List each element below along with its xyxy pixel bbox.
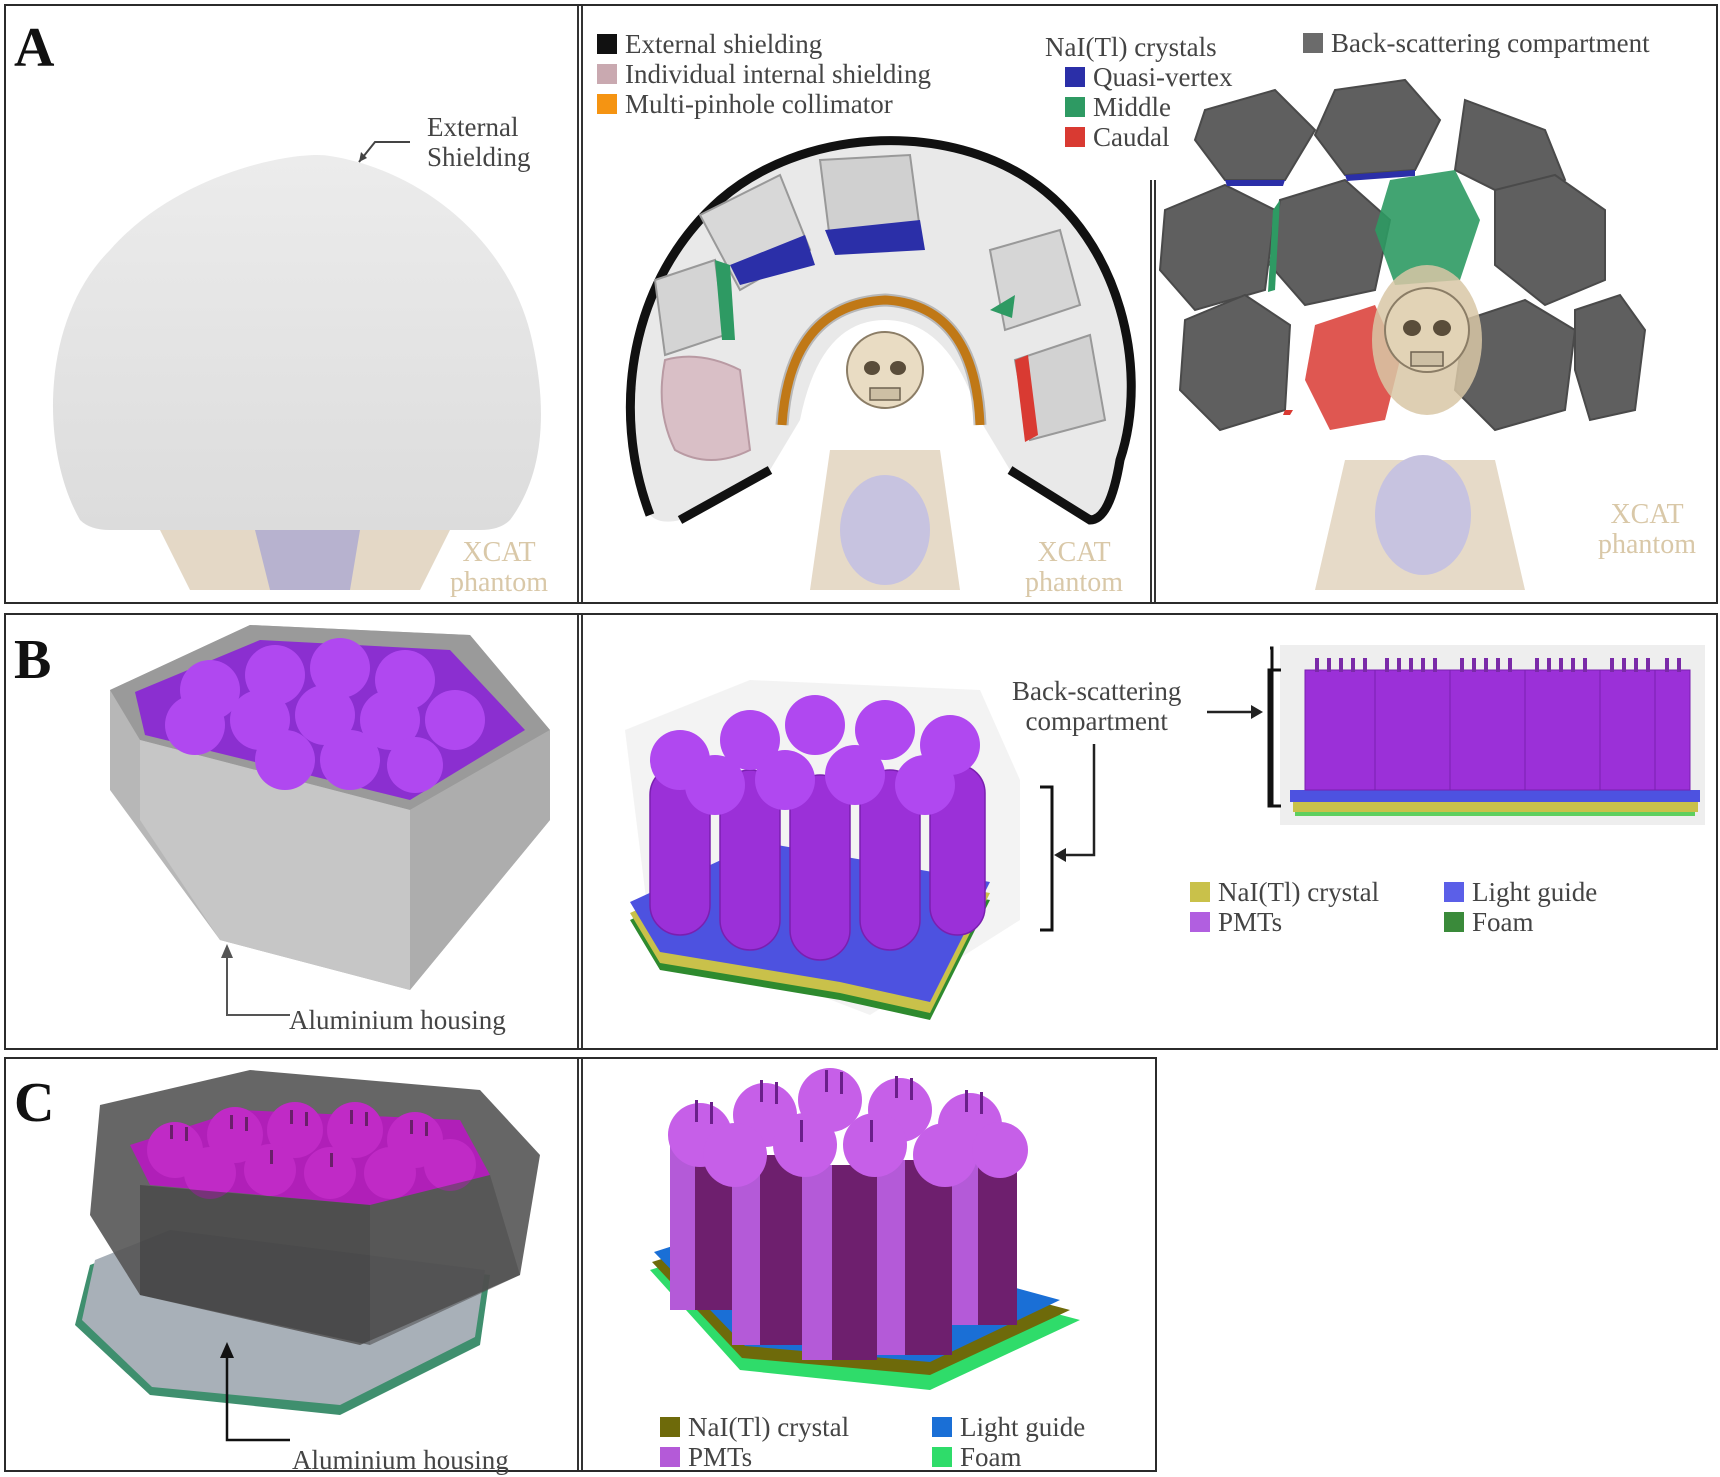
legend-swatch [1444, 882, 1464, 902]
legend-item-foam: Foam [932, 1442, 1022, 1472]
legend-swatch [932, 1417, 952, 1437]
panel-c-separator [577, 1059, 583, 1470]
callout-line-2: compartment [1025, 706, 1168, 736]
legend-swatch [1065, 127, 1085, 147]
legend-label: Foam [1472, 907, 1534, 937]
phantom-line-2: phantom [1025, 567, 1123, 598]
legend-item-internal-shielding: Individual internal shielding [597, 59, 931, 89]
legend-item-foam: Foam [1444, 907, 1534, 937]
legend-swatch [660, 1417, 680, 1437]
arrow-to-side-view [1207, 705, 1263, 719]
arrow-housing-b [221, 944, 290, 1016]
legend-label: Light guide [960, 1412, 1086, 1442]
legend-item-collimator: Multi-pinhole collimator [597, 89, 931, 119]
panel-a-separator-2 [1150, 180, 1156, 602]
callout-line-2: Shielding [427, 142, 531, 172]
legend-item-crystal: NaI(Tl) crystal [1190, 877, 1444, 907]
legend-swatch [597, 94, 617, 114]
legend-item-external-shielding: External shielding [597, 29, 931, 59]
aluminium-housing-c [75, 1070, 540, 1415]
phantom-line-2: phantom [1598, 529, 1696, 560]
external-shielding-callout: External Shielding [427, 112, 531, 172]
legend-swatch [1303, 33, 1323, 53]
legend-label: NaI(Tl) crystal [688, 1412, 850, 1442]
legend-item-caudal: Caudal [1065, 122, 1232, 152]
legend-swatch [1065, 67, 1085, 87]
backscatter-legend: Back-scattering compartment [1303, 28, 1650, 58]
legend-swatch [932, 1447, 952, 1467]
legend-swatch [660, 1447, 680, 1467]
detector-module-c [650, 1068, 1080, 1390]
callout-arrow-external-shielding [358, 141, 410, 163]
legend-label: NaI(Tl) crystal [1218, 877, 1380, 907]
legend-swatch [597, 64, 617, 84]
legend-swatch [1190, 882, 1210, 902]
panel-b-letter: B [14, 629, 52, 691]
aluminium-housing-b [110, 625, 550, 990]
xcat-phantom-label-3: XCAT phantom [1598, 500, 1696, 560]
aluminium-housing-label-c: Aluminium housing [292, 1445, 509, 1475]
shielding-legend: External shielding Individual internal s… [597, 29, 931, 119]
legend-item-crystal: NaI(Tl) crystal [660, 1412, 932, 1442]
xcat-phantom-label-1: XCAT phantom [450, 538, 548, 598]
legend-swatch [597, 34, 617, 54]
panel-a-letter: A [14, 17, 55, 79]
legend-item-light-guide: Light guide [932, 1412, 1085, 1442]
callout-line-1: External [427, 112, 519, 142]
legend-swatch [1065, 97, 1085, 117]
materials-legend-b: NaI(Tl) crystal Light guide PMTs Foam [1190, 877, 1597, 937]
panel-c-letter: C [14, 1072, 55, 1134]
phantom-line-1: XCAT [1610, 499, 1684, 530]
legend-item-middle: Middle [1065, 92, 1232, 122]
legend-item-pmts: PMTs [1190, 907, 1444, 937]
callout-line-1: Back-scattering [1012, 676, 1182, 706]
legend-label: PMTs [688, 1442, 753, 1472]
arrow-backscatter-b [1054, 744, 1096, 862]
scanner-cross-section [625, 136, 1136, 590]
materials-legend-c: NaI(Tl) crystal Light guide PMTs Foam [660, 1412, 1085, 1472]
backscatter-compartments [1158, 78, 1647, 590]
legend-swatch [1190, 912, 1210, 932]
legend-label: Individual internal shielding [625, 59, 931, 89]
legend-label: Foam [960, 1442, 1022, 1472]
crystals-legend: NaI(Tl) crystals Quasi-vertex Middle Cau… [1045, 32, 1232, 152]
legend-item-quasi-vertex: Quasi-vertex [1065, 62, 1232, 92]
detector-module-b [625, 680, 1020, 1020]
arrow-housing-c [220, 1342, 290, 1442]
legend-item-light-guide: Light guide [1444, 877, 1597, 907]
detector-side-view-b [1270, 645, 1705, 825]
xcat-phantom-label-2: XCAT phantom [1025, 538, 1123, 598]
legend-label: Caudal [1093, 122, 1170, 152]
crystals-legend-title: NaI(Tl) crystals [1045, 32, 1217, 62]
phantom-line-2: phantom [450, 567, 548, 598]
legend-label: External shielding [625, 29, 823, 59]
bracket-b-middle [1040, 785, 1054, 932]
aluminium-housing-label-b: Aluminium housing [289, 1005, 506, 1035]
external-shielding-dome [52, 155, 541, 590]
phantom-line-1: XCAT [1037, 537, 1111, 568]
phantom-line-1: XCAT [462, 537, 536, 568]
legend-label: Quasi-vertex [1093, 62, 1233, 92]
legend-label: Light guide [1472, 877, 1598, 907]
legend-label: PMTs [1218, 907, 1283, 937]
legend-item-pmts: PMTs [660, 1442, 932, 1472]
legend-swatch [1444, 912, 1464, 932]
legend-label: Middle [1093, 92, 1171, 122]
backscatter-callout: Back-scattering compartment [1012, 676, 1181, 736]
panel-b-separator [577, 615, 583, 1048]
legend-label: Multi-pinhole collimator [625, 89, 893, 119]
bracket-side-view [1267, 668, 1281, 808]
panel-a-separator-1 [577, 6, 583, 602]
legend-label: Back-scattering compartment [1331, 28, 1650, 58]
legend-item-backscatter: Back-scattering compartment [1303, 28, 1650, 58]
